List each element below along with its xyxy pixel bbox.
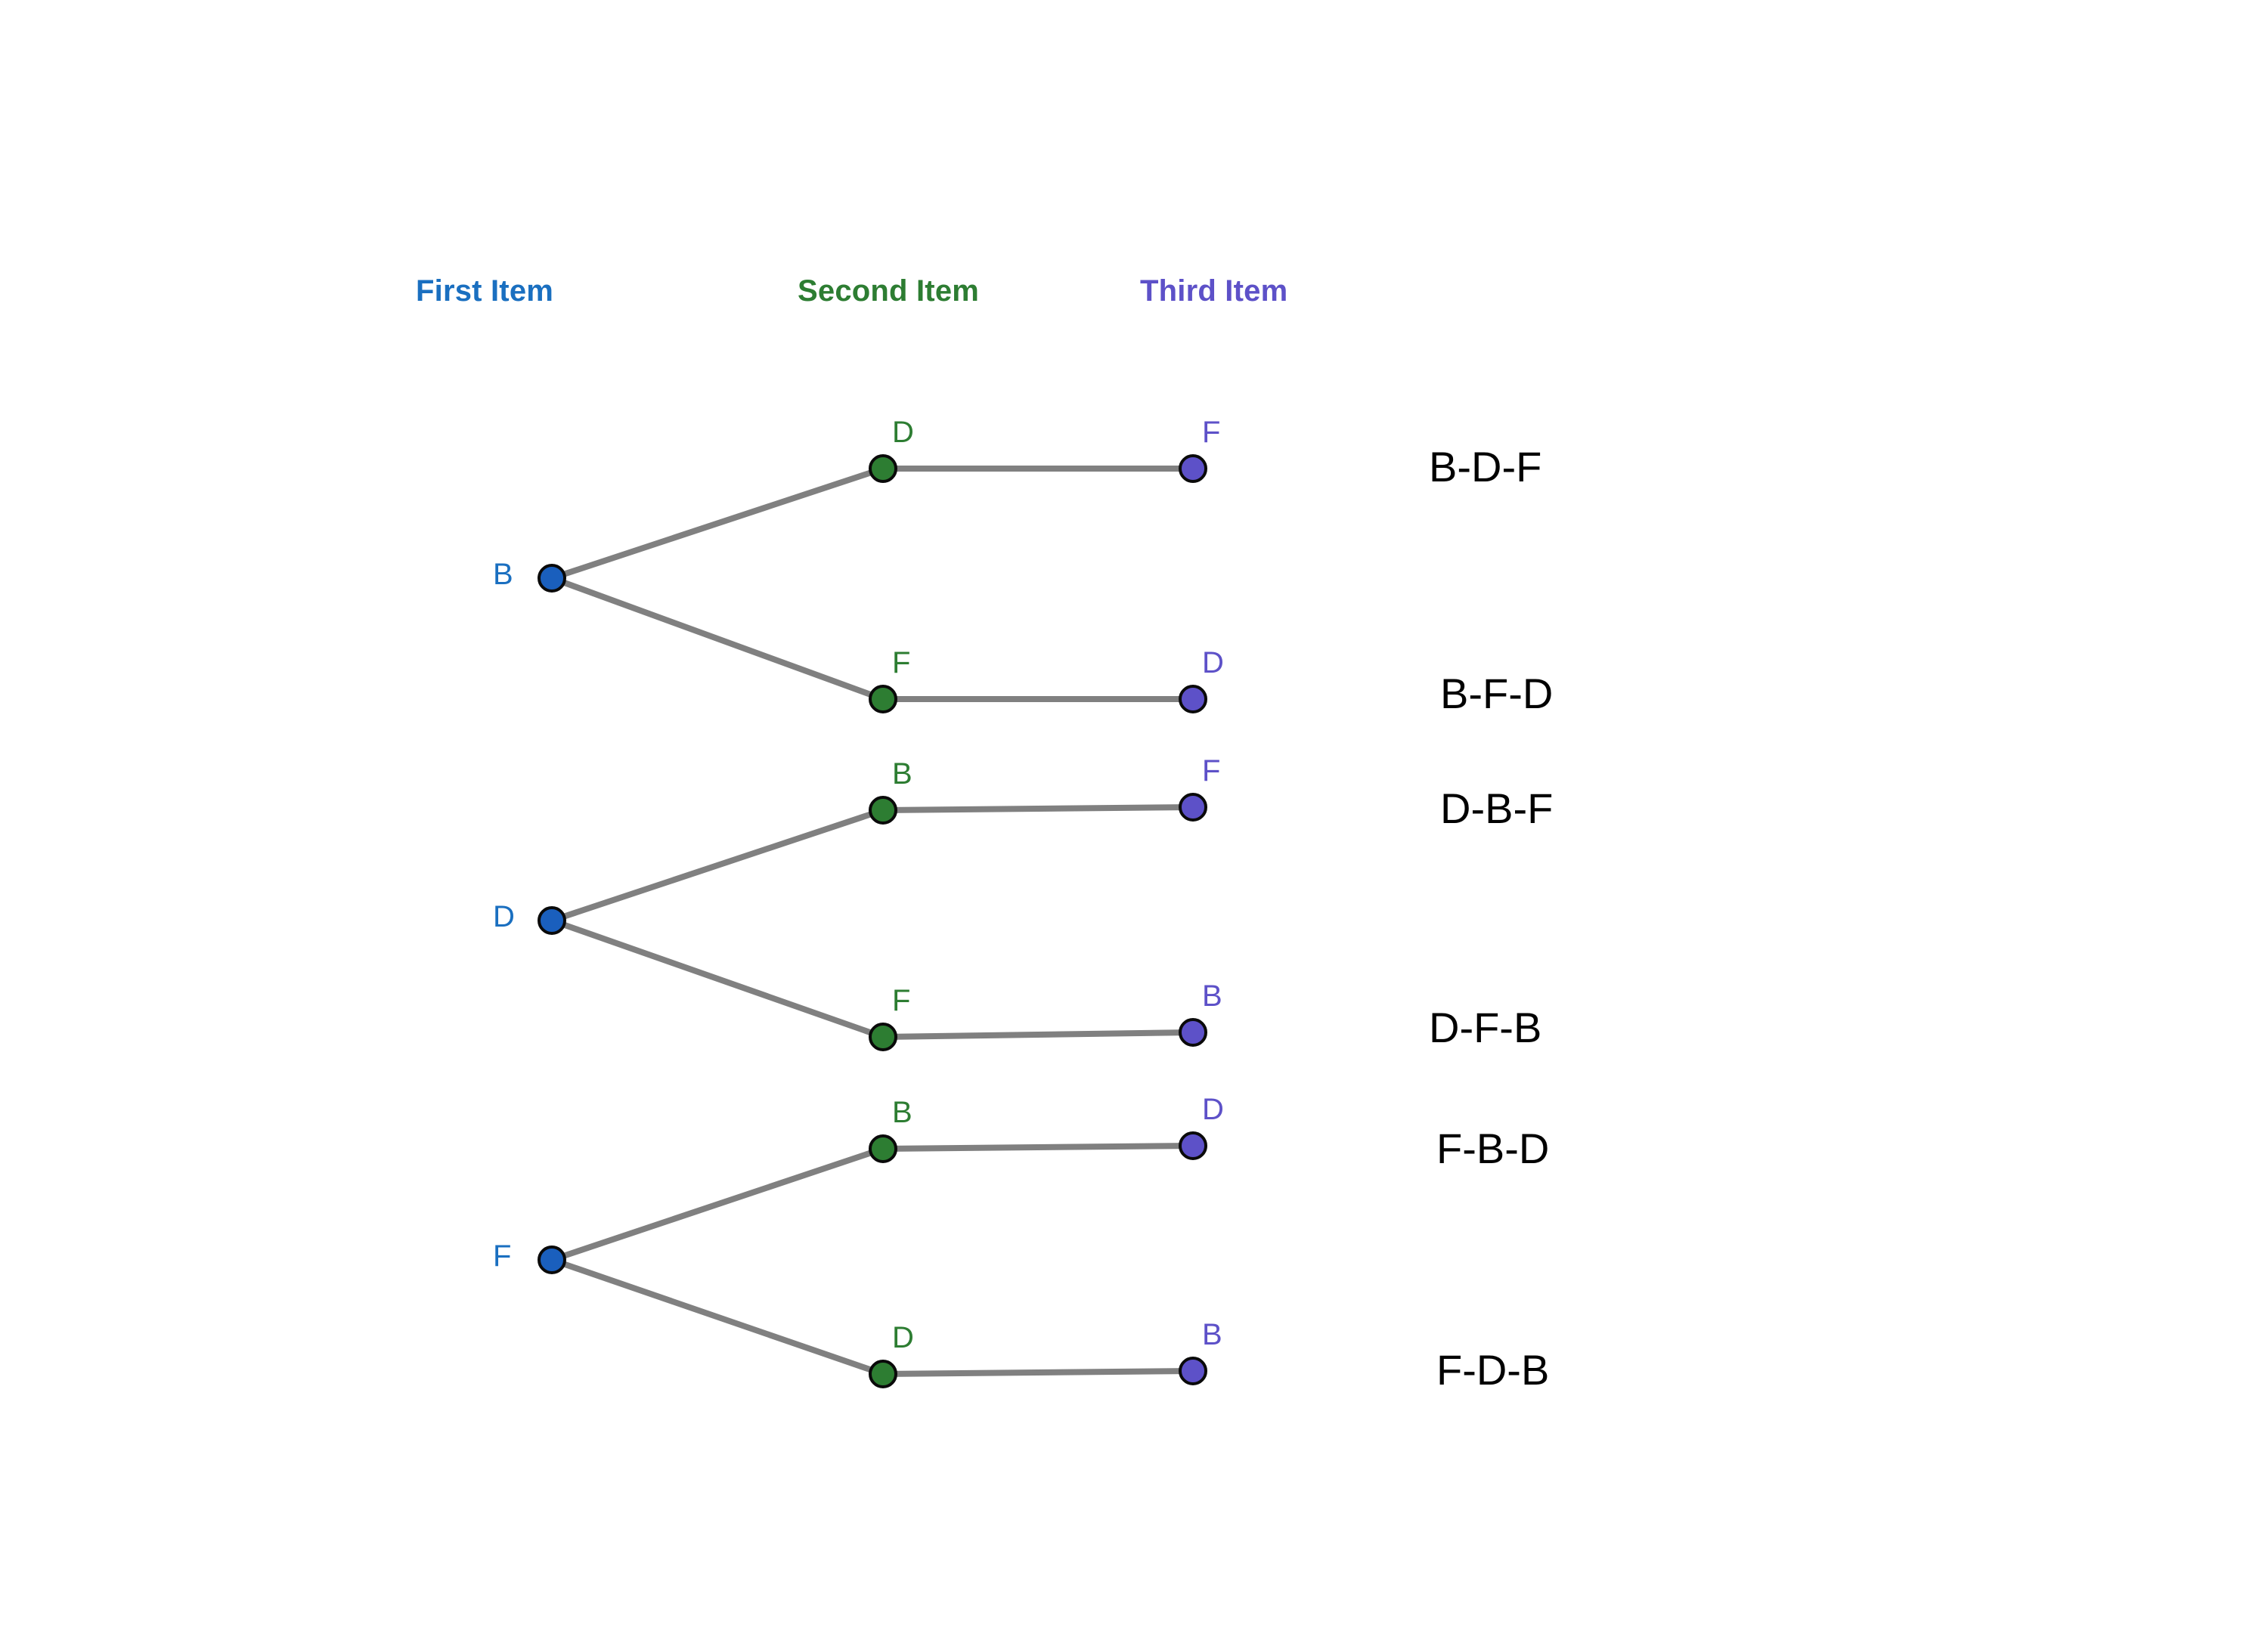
edge-l1-l2-2-0 — [550, 1146, 885, 1263]
node-label-level2-2-0: B — [892, 1096, 912, 1129]
node-label-level1-0: B — [493, 558, 513, 591]
node-level3-1-1[interactable] — [1179, 1018, 1207, 1047]
node-level2-0-1[interactable] — [869, 685, 897, 713]
outcome-label-f-d-b: F-D-B — [1436, 1346, 1550, 1394]
node-label-level2-1-0: B — [892, 757, 912, 791]
node-level2-1-0[interactable] — [869, 796, 897, 825]
edge-l2-l3-2-0 — [882, 1143, 1194, 1152]
outcome-label-d-b-f: D-B-F — [1440, 784, 1554, 832]
outcome-label-b-d-f: B-D-F — [1429, 443, 1542, 490]
node-label-level2-0-1: F — [892, 646, 911, 679]
column-header-first-item: First Item — [416, 274, 554, 308]
node-level1-f[interactable] — [538, 1246, 566, 1274]
outcome-label-f-b-d: F-B-D — [1436, 1125, 1550, 1172]
edge-l2-l3-1-1 — [882, 1029, 1194, 1040]
edge-l1-l2-1-0 — [550, 807, 885, 924]
node-level3-0-0[interactable] — [1179, 454, 1207, 483]
node-level1-d[interactable] — [538, 906, 566, 935]
edge-l1-l2-0-0 — [550, 466, 885, 581]
node-layer — [538, 454, 1207, 1388]
node-label-level3-2-0: D — [1202, 1093, 1224, 1126]
node-label-level2-2-1: D — [892, 1321, 914, 1354]
node-level3-2-1[interactable] — [1179, 1357, 1207, 1385]
node-level2-2-1[interactable] — [869, 1360, 897, 1388]
node-label-level1-2: F — [493, 1239, 512, 1273]
node-label-level3-1-1: B — [1202, 979, 1222, 1013]
column-header-third-item: Third Item — [1140, 274, 1288, 308]
node-level2-2-0[interactable] — [869, 1134, 897, 1163]
edge-l2-l3-2-1 — [882, 1368, 1194, 1377]
outcome-label-b-f-d: B-F-D — [1440, 670, 1554, 717]
node-level3-2-0[interactable] — [1179, 1131, 1207, 1160]
outcome-label-d-f-b: D-F-B — [1429, 1004, 1542, 1051]
node-level3-1-0[interactable] — [1179, 793, 1207, 822]
node-level2-0-0[interactable] — [869, 454, 897, 483]
node-label-level3-0-0: F — [1202, 416, 1221, 449]
node-label-level3-1-0: F — [1202, 754, 1221, 788]
column-header-second-item: Second Item — [798, 274, 980, 308]
edge-l1-l2-1-1 — [550, 918, 885, 1040]
node-level2-1-1[interactable] — [869, 1023, 897, 1051]
node-label-level3-2-1: B — [1202, 1318, 1222, 1351]
edge-l2-l3-1-0 — [882, 804, 1194, 813]
node-label-level2-1-1: F — [892, 984, 911, 1017]
edge-layer — [550, 466, 1194, 1377]
edge-l1-l2-0-1 — [550, 575, 885, 702]
node-label-level3-0-1: D — [1202, 646, 1224, 679]
node-label-level1-1: D — [493, 900, 515, 933]
edge-l1-l2-2-1 — [550, 1257, 885, 1377]
node-level1-b[interactable] — [538, 564, 566, 593]
node-level3-0-1[interactable] — [1179, 685, 1207, 713]
node-label-level2-0-0: D — [892, 416, 914, 449]
